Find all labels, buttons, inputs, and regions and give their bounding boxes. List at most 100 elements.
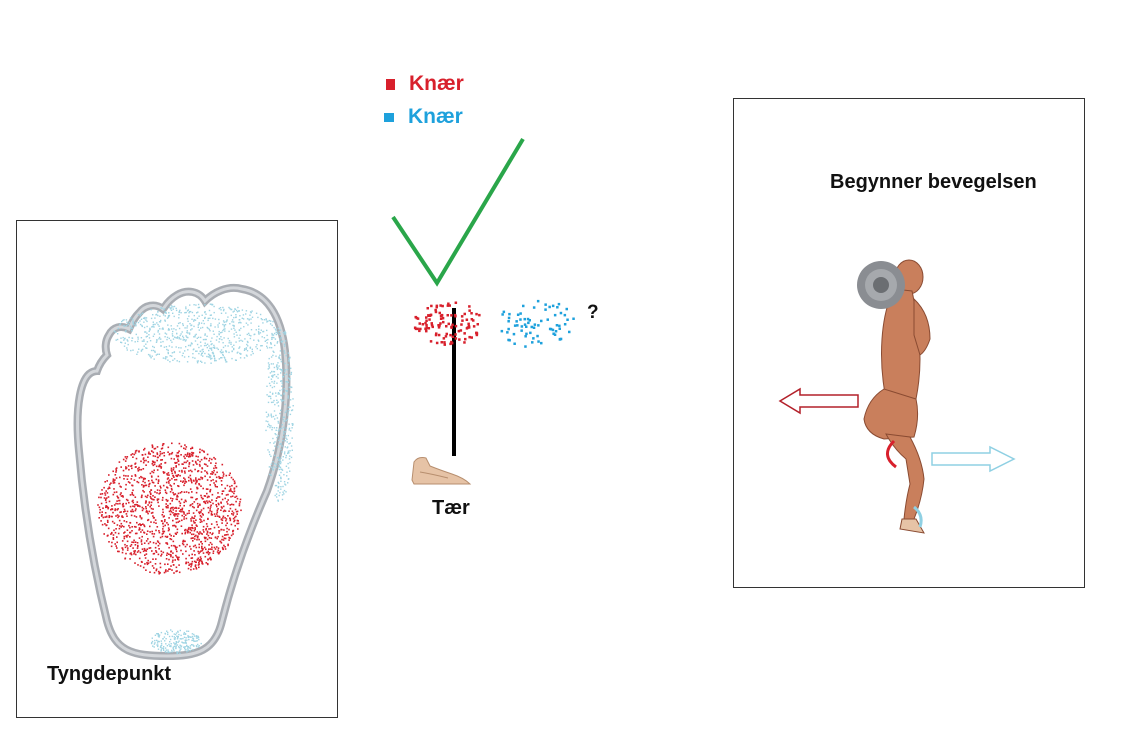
light-blue-pressure-dot (220, 357, 222, 359)
red-pressure-dot (169, 502, 172, 505)
red-pressure-dot (121, 525, 123, 527)
red-pressure-dot (175, 526, 177, 528)
red-pressure-dot (162, 443, 164, 445)
red-pressure-dot (124, 531, 126, 533)
red-pressure-dot (165, 558, 168, 560)
red-pressure-dot (112, 470, 114, 473)
light-blue-pressure-dot (249, 347, 251, 349)
light-blue-pressure-dot (209, 314, 212, 316)
light-blue-pressure-dot (171, 335, 174, 337)
light-blue-pressure-dot (277, 499, 279, 501)
light-blue-pressure-dot (168, 315, 170, 318)
red-pressure-dot (138, 450, 140, 452)
red-pressure-dot (119, 485, 121, 488)
red-dot (421, 323, 425, 326)
light-blue-pressure-dot (194, 334, 196, 336)
light-blue-pressure-dot (287, 406, 290, 408)
light-blue-pressure-dot (160, 345, 162, 347)
red-dot (442, 337, 446, 340)
red-pressure-dot (238, 504, 241, 507)
red-pressure-dot (148, 451, 150, 454)
light-blue-pressure-dot (137, 340, 139, 343)
light-blue-pressure-dot (146, 320, 148, 323)
light-blue-pressure-dot (242, 318, 245, 320)
light-blue-pressure-dot (284, 411, 287, 414)
light-blue-pressure-dot (204, 333, 206, 335)
light-blue-pressure-dot (198, 322, 200, 324)
light-blue-pressure-dot (227, 316, 229, 318)
red-pressure-dot (149, 472, 152, 475)
light-blue-pressure-dot (274, 494, 276, 497)
red-pressure-dot (187, 452, 189, 454)
red-dot (442, 320, 445, 324)
red-pressure-dot (125, 535, 127, 537)
light-blue-pressure-dot (239, 334, 241, 336)
red-pressure-dot (211, 546, 213, 549)
light-blue-pressure-dot (190, 329, 192, 331)
red-pressure-dot (198, 511, 200, 513)
red-pressure-dot (191, 505, 194, 508)
red-pressure-dot (202, 525, 205, 528)
red-pressure-dot (147, 519, 149, 522)
red-pressure-dot (141, 494, 143, 497)
light-blue-pressure-dot (231, 346, 233, 348)
red-pressure-dot (230, 490, 232, 492)
red-pressure-dot (206, 538, 209, 541)
red-pressure-dot (200, 494, 202, 497)
red-pressure-dot (105, 501, 108, 504)
red-pressure-dot (200, 540, 203, 543)
light-blue-pressure-dot (288, 409, 290, 412)
light-blue-pressure-dot (264, 340, 266, 342)
red-pressure-dot (133, 539, 135, 542)
light-blue-pressure-dot (218, 318, 220, 321)
light-blue-pressure-dot (168, 329, 171, 331)
light-blue-pressure-dot (280, 360, 283, 363)
light-blue-pressure-dot (224, 359, 227, 362)
light-blue-pressure-dot (268, 466, 271, 468)
light-blue-pressure-dot (289, 406, 291, 408)
red-pressure-dot (151, 565, 154, 567)
red-pressure-dot (142, 478, 145, 481)
light-blue-pressure-dot (123, 339, 125, 341)
light-blue-pressure-dot (224, 345, 227, 347)
light-blue-pressure-dot (195, 350, 197, 352)
red-pressure-dot (170, 511, 173, 513)
red-pressure-dot (137, 523, 140, 526)
red-pressure-dot (177, 460, 180, 462)
red-pressure-dot (234, 508, 237, 511)
red-pressure-dot (167, 446, 170, 449)
blue-dot (563, 313, 567, 317)
blue-dot (519, 312, 522, 315)
red-pressure-dot (233, 480, 236, 482)
red-pressure-dot (148, 485, 150, 488)
light-blue-pressure-dot (160, 642, 163, 645)
light-blue-pressure-dot (272, 461, 274, 463)
red-pressure-dot (216, 509, 219, 512)
light-blue-pressure-dot (274, 454, 276, 456)
red-pressure-dot (168, 546, 170, 549)
red-pressure-dot (110, 482, 112, 484)
red-pressure-dot (194, 535, 196, 538)
red-pressure-dot (151, 481, 154, 484)
red-dot (443, 343, 446, 346)
light-blue-pressure-dot (180, 648, 182, 650)
blue-dot (536, 334, 539, 338)
light-blue-pressure-dot (205, 344, 207, 347)
red-pressure-dot (192, 452, 195, 454)
light-blue-pressure-dot (282, 418, 284, 421)
light-blue-pressure-dot (284, 352, 286, 354)
red-pressure-dot (184, 478, 186, 481)
light-blue-pressure-dot (250, 322, 252, 324)
light-blue-pressure-dot (222, 354, 224, 357)
red-pressure-dot (189, 531, 191, 534)
red-pressure-dot (175, 521, 178, 524)
light-blue-pressure-dot (150, 357, 152, 359)
red-pressure-dot (231, 484, 233, 487)
light-blue-pressure-dot (218, 330, 220, 333)
red-pressure-dot (144, 481, 146, 484)
red-pressure-dot (152, 515, 154, 517)
red-pressure-dot (166, 535, 169, 538)
red-pressure-dot (161, 520, 163, 522)
light-blue-pressure-dot (266, 394, 268, 396)
red-pressure-dot (162, 528, 164, 530)
